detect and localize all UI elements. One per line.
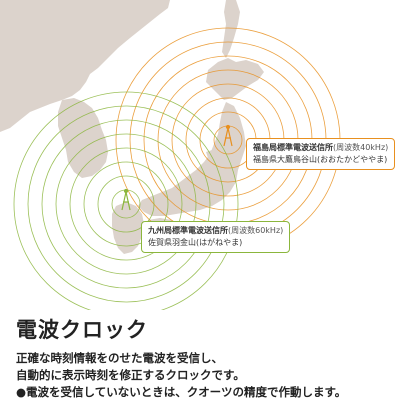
kyushu-tower-icon <box>121 188 131 211</box>
sakhalin <box>222 0 240 58</box>
description-line-2: 自動的に表示時刻を修正するクロックです。 <box>16 368 245 382</box>
fukushima-station-frequency: (周波数40kHz) <box>333 143 389 152</box>
honshu <box>138 102 246 216</box>
kyushu-station-callout: 九州局標準電波送信所(周波数60kHz) 佐賀県羽金山(はがねやま) <box>141 221 291 253</box>
kyushu <box>112 202 144 254</box>
kyushu-station-name: 九州局標準電波送信所 <box>148 226 228 235</box>
page-title: 電波クロック <box>16 317 148 342</box>
hokkaido <box>206 58 264 100</box>
japan-map <box>0 0 341 310</box>
asia-mainland <box>0 0 170 132</box>
korean-peninsula <box>58 98 108 178</box>
fukushima-tower-icon <box>223 124 233 147</box>
description: 正確な時刻情報をのせた電波を受信し、 自動的に表示時刻を修正するクロックです。 … <box>16 350 412 401</box>
fukushima-station-callout: 福島局標準電波送信所(周波数40kHz) 福島県大鷹鳥谷山(おおたかどややま) <box>246 138 396 170</box>
fukushima-station-location: 福島県大鷹鳥谷山(おおたかどややま) <box>253 155 388 164</box>
fukushima-station-name: 福島局標準電波送信所 <box>253 143 333 152</box>
kyushu-station-location: 佐賀県羽金山(はがねやま) <box>148 238 243 247</box>
kyushu-station-frequency: (周波数60kHz) <box>228 226 284 235</box>
description-line-1: 正確な時刻情報をのせた電波を受信し、 <box>16 351 223 365</box>
landmass <box>0 0 264 254</box>
description-line-3: ●電波を受信していないときは、クオーツの精度で作動します。 <box>16 385 347 399</box>
